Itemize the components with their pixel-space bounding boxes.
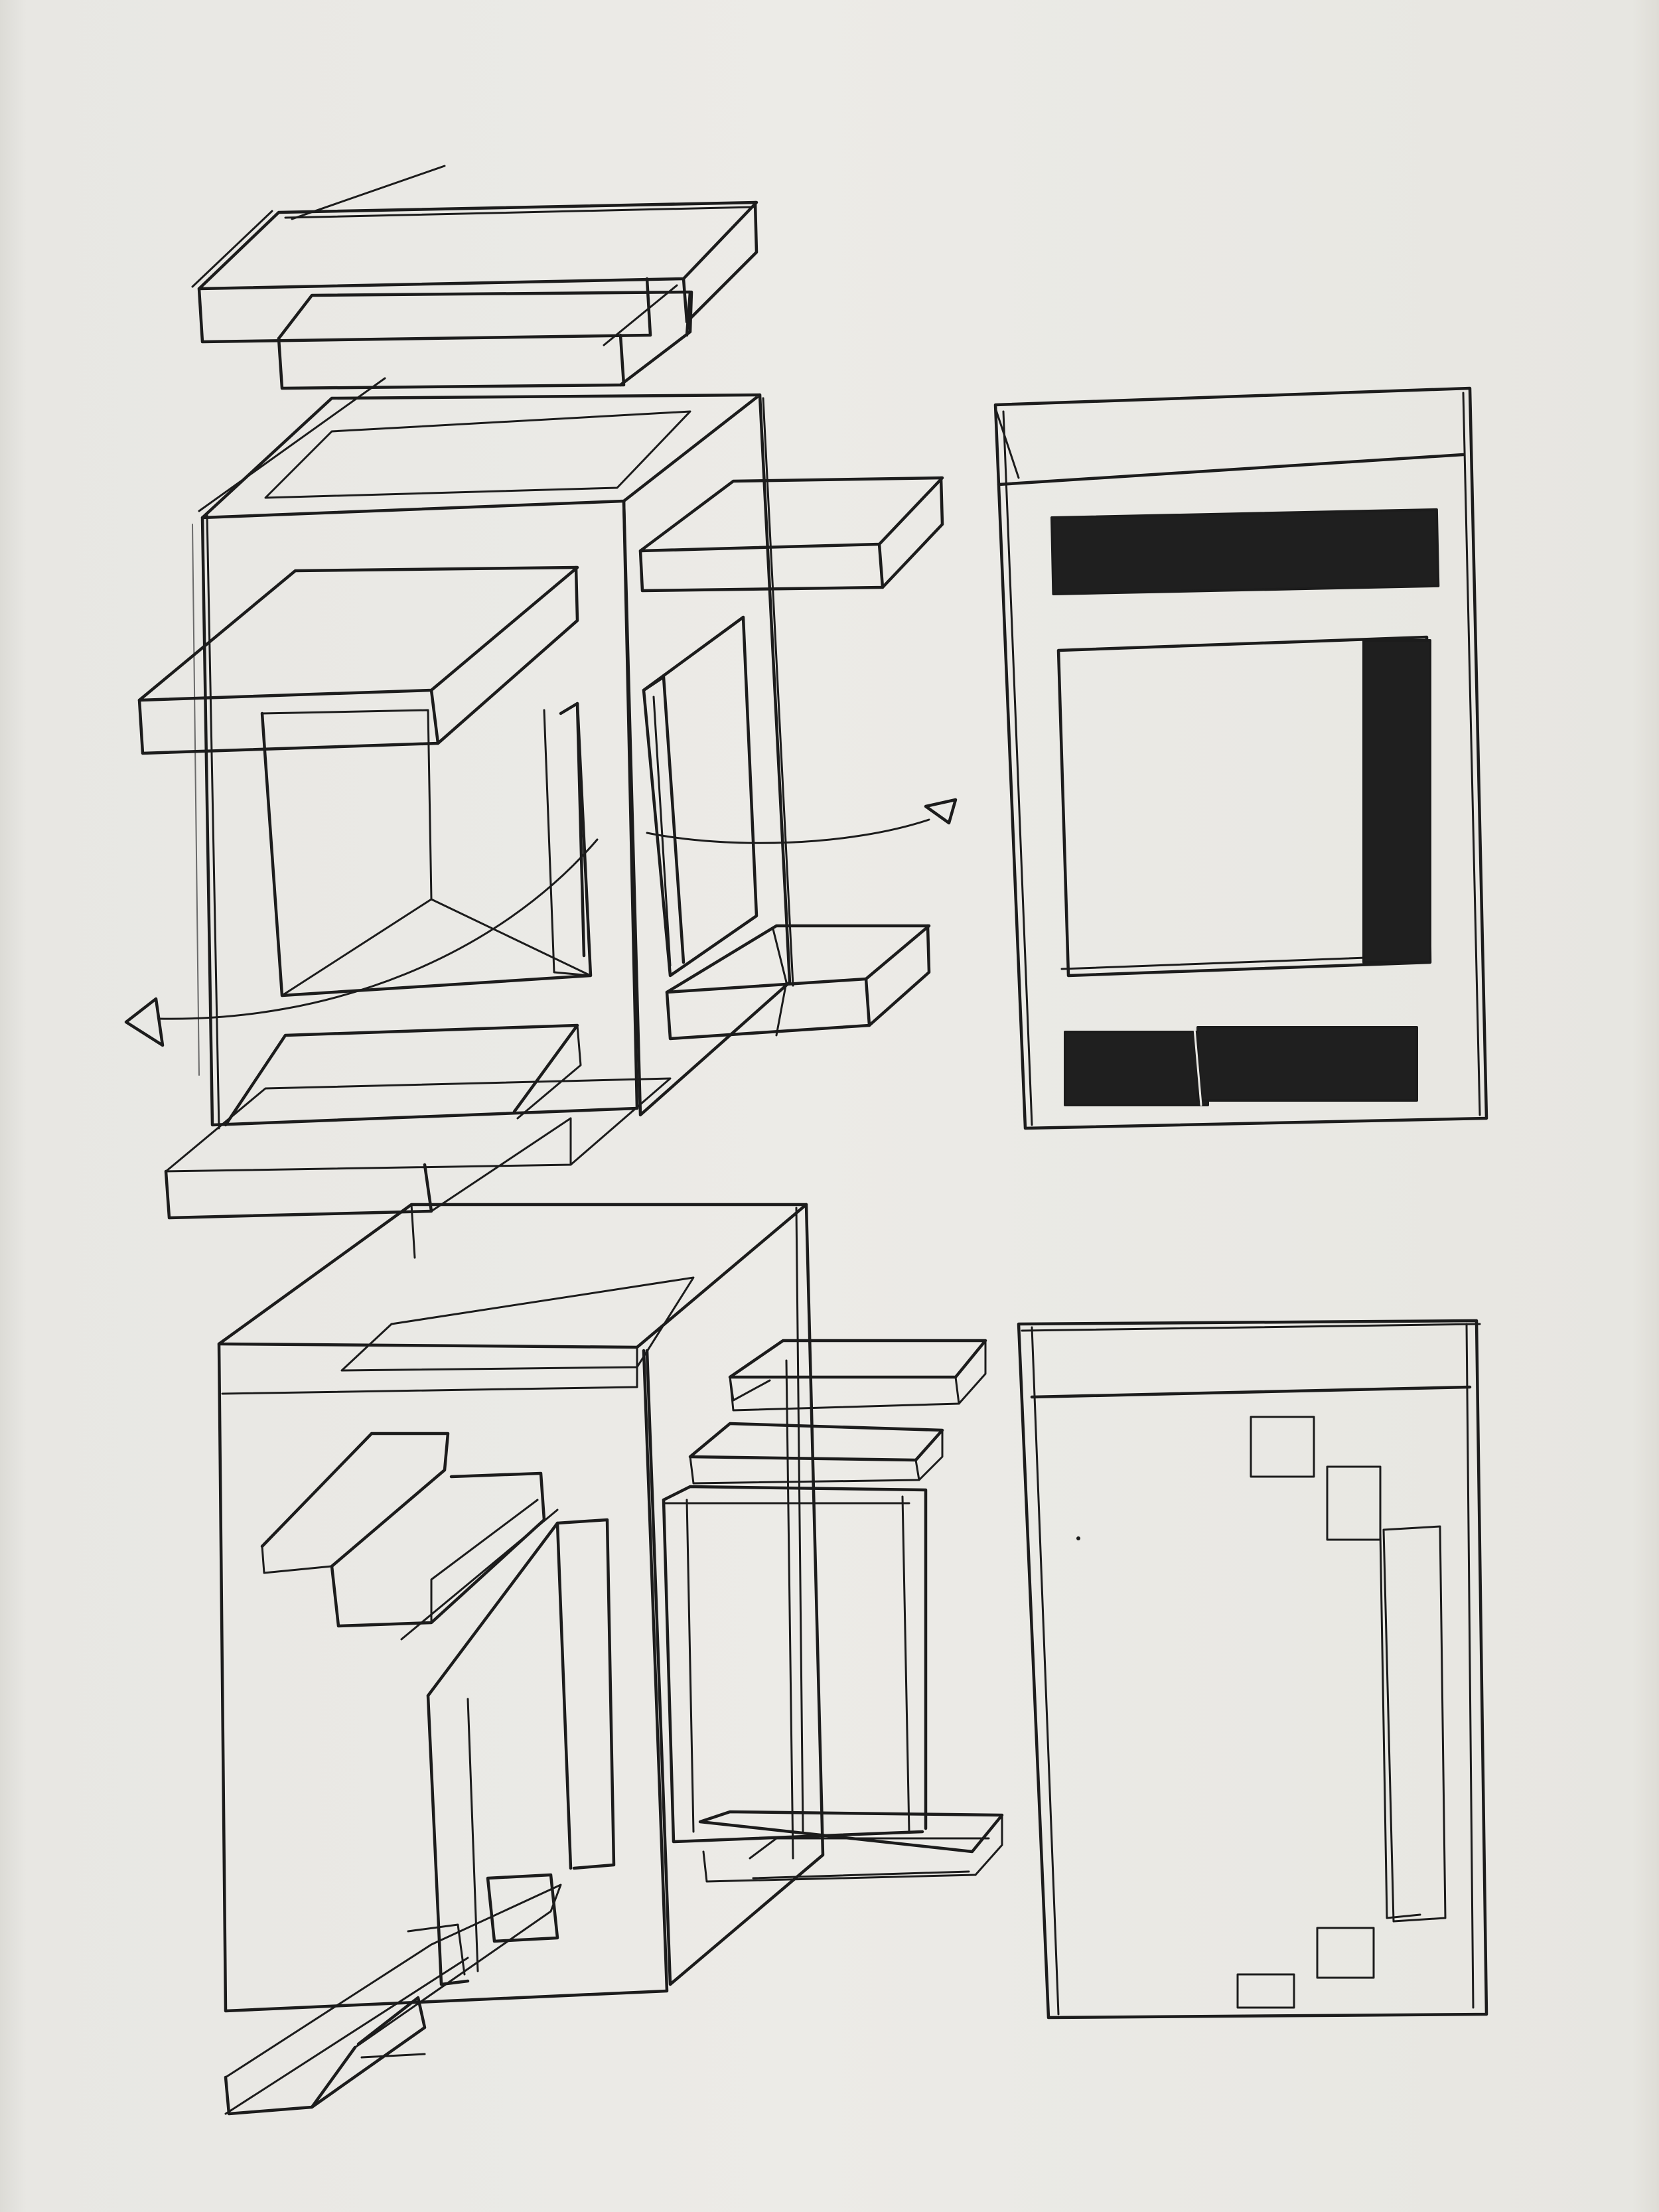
vertical-divider (426, 1518, 616, 1986)
lid-panel-lower (217, 1203, 808, 1395)
right-bar-mid (688, 1422, 944, 1485)
long-bar-bottom (224, 1883, 562, 2116)
side-window (642, 615, 758, 978)
main-box (192, 377, 794, 1130)
hatched-bottom-bar-left (1064, 1031, 1209, 1106)
tall-slot (1382, 1525, 1447, 1923)
bottom-tray (698, 1810, 1004, 1883)
elevation-outline (993, 386, 1488, 1130)
right-bar-top (728, 1339, 987, 1412)
small-square-4 (1236, 1973, 1295, 2009)
base-plate (164, 1077, 672, 1220)
tall-panel (662, 1359, 928, 1860)
hatched-top-bar (1050, 508, 1440, 595)
right-bar-lower (665, 924, 931, 1041)
hatched-side-bar (1362, 639, 1431, 964)
exploded-box-top-left (124, 165, 958, 1220)
small-square-3 (1316, 1927, 1375, 1979)
bottom-shelf-inner (224, 1023, 582, 1127)
top-band-line (997, 453, 1465, 486)
main-box-lower (217, 1342, 669, 2013)
lid-panel (191, 165, 758, 344)
exploded-box-bottom-left (217, 1203, 1004, 2116)
elevation-top-right (993, 386, 1488, 1130)
top-band-line-lower (1030, 1385, 1472, 1399)
right-bar-upper (638, 476, 944, 593)
front-opening (260, 701, 593, 997)
base-blocks (407, 1873, 559, 1976)
elevation-bottom-right (1017, 1319, 1488, 2020)
hatched-bottom-bar-right (1196, 1026, 1418, 1102)
small-square-1 (1250, 1416, 1315, 1478)
rotation-arrow-left (124, 838, 599, 1047)
elevation-outline-lower (1017, 1319, 1488, 2020)
stepped-shelf (260, 1432, 559, 1641)
small-square-2 (1326, 1465, 1382, 1541)
shelf-panel-left (137, 565, 579, 755)
sub-lid-panel (277, 284, 693, 390)
rotation-arrow-right (646, 798, 958, 844)
